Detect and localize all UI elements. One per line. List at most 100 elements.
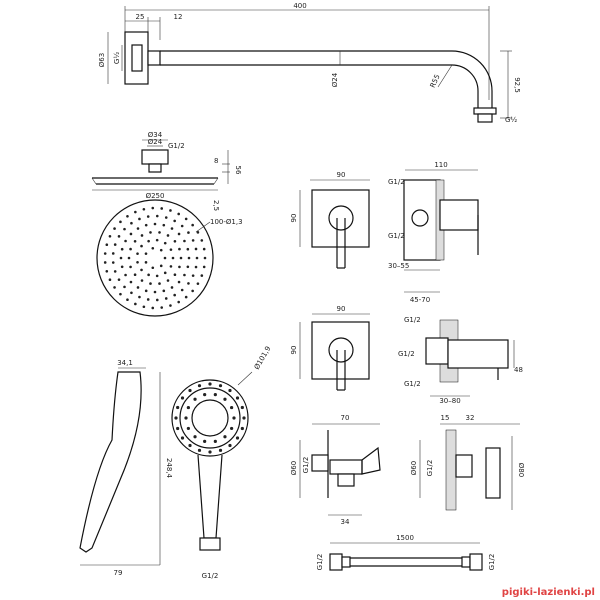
nozzle-dot <box>127 256 131 260</box>
nozzle-dot <box>123 285 126 289</box>
hand-nozzle-dot <box>230 405 234 410</box>
nozzle-dot <box>163 256 167 260</box>
head-dim-25: 2,5 <box>212 200 220 211</box>
nozzle-dot <box>153 222 157 226</box>
nozzle-dot <box>147 273 150 277</box>
nozzle-dot <box>129 265 132 269</box>
head-dim-nozzles: 100-Ø1,3 <box>210 218 243 226</box>
nozzle-dot <box>164 216 168 219</box>
hand-nozzle-dot <box>193 435 197 439</box>
hose-dim-g-right: G1/2 <box>488 554 496 571</box>
holder-dim-g: G1/2 <box>426 460 434 477</box>
nozzle-dot <box>163 241 167 245</box>
hand-nozzle-dot <box>203 393 207 397</box>
nozzle-dot <box>186 247 190 251</box>
nozzle-dot <box>103 261 107 264</box>
hand-nozzle-dot <box>174 416 178 420</box>
valve2-dim-h: 90 <box>290 346 298 355</box>
nozzle-dot <box>140 279 144 282</box>
nozzle-dot <box>113 286 116 289</box>
nozzle-dot <box>173 273 177 277</box>
nozzle-dot <box>151 266 155 270</box>
nozzle-dot <box>142 305 146 309</box>
hand-nozzle-dot <box>232 416 236 420</box>
hand-nozzle-dot <box>203 439 207 443</box>
nozzle-dot <box>196 231 200 234</box>
hand-nozzle-dot <box>223 435 227 439</box>
hand-nozzle-dot <box>213 439 217 443</box>
hand-nozzle-dot <box>218 384 223 388</box>
nozzle-dot <box>195 256 199 260</box>
nozzle-dot <box>149 282 152 285</box>
nozzle-dot <box>140 244 143 248</box>
nozzle-dot <box>177 212 180 216</box>
nozzle-dot <box>113 227 116 230</box>
nozzle-dot <box>108 278 112 281</box>
nozzle-dot <box>171 256 175 260</box>
nozzle-dot <box>179 256 183 260</box>
nozzle-dot <box>202 265 206 269</box>
nozzle-dot <box>158 282 161 285</box>
nozzle-dot <box>162 223 166 227</box>
nozzle-dot <box>183 239 186 243</box>
nozzle-dot <box>169 304 172 307</box>
nozzle-dot <box>164 297 168 300</box>
valve1-dim-4570: 45-70 <box>410 296 430 304</box>
valve-two: 90 90 G1/2 G1/2 G1/2 48 30–80 <box>290 305 523 405</box>
arm-dim-total: 400 <box>293 2 306 10</box>
nozzle-dot <box>173 239 177 243</box>
nozzle-dot <box>184 295 188 299</box>
hand-nozzle-dot <box>240 426 244 431</box>
nozzle-dot <box>191 239 195 242</box>
nozzle-dot <box>138 295 141 299</box>
hand-dim-341: 34,1 <box>117 359 133 367</box>
holder-dim-32: 32 <box>466 414 475 422</box>
hand-nozzle-dot <box>180 436 185 440</box>
shower-arm: 400 25 12 Ø63 G½ Ø24 R55 92,5 G½ <box>98 2 521 124</box>
valve2-dim-3080: 30–80 <box>439 397 460 405</box>
hand-nozzle-dot <box>230 426 234 431</box>
shower-head: Ø34 Ø24 G1/2 8 56 Ø250 2,5 100-Ø1,3 <box>91 131 243 317</box>
nozzle-dot <box>191 223 194 227</box>
nozzle-dot <box>187 256 191 260</box>
nozzle-dot <box>136 252 139 255</box>
hand-nozzle-dot <box>197 448 202 452</box>
hand-nozzle-dot <box>240 405 244 410</box>
hand-nozzle-dot <box>188 388 192 393</box>
nozzle-dot <box>147 239 150 243</box>
hand-nozzle-dot <box>223 397 227 401</box>
hand-nozzle-dot <box>193 397 197 401</box>
hand-shower-nozzles <box>174 382 246 454</box>
valve2-dim-w: 90 <box>337 305 346 313</box>
wall-outlet: 70 Ø60 G1/2 34 <box>290 414 381 526</box>
outlet-dim-34: 34 <box>341 518 350 526</box>
valve1-dim-110: 110 <box>434 161 447 169</box>
watermark: pigiki-lazienki.pl <box>502 587 595 598</box>
nozzle-dot <box>196 282 200 285</box>
valve2-dim-g1: G1/2 <box>404 316 421 324</box>
hand-nozzle-dot <box>186 426 190 431</box>
arm-dim-d63: Ø63 <box>98 53 106 67</box>
holder-dim-15: 15 <box>441 414 450 422</box>
arm-dim-r55: R55 <box>429 73 442 89</box>
nozzle-dot <box>136 227 140 230</box>
nozzle-dot <box>151 306 155 310</box>
hand-nozzle-dot <box>176 405 180 410</box>
nozzle-dot <box>169 248 173 251</box>
hand-dim-d1019: Ø101,9 <box>253 345 273 371</box>
hand-nozzle-dot <box>235 436 240 440</box>
nozzle-dot <box>187 231 190 234</box>
hose-dim-g-left: G1/2 <box>316 554 324 571</box>
nozzle-dot <box>144 252 148 255</box>
nozzle-dot <box>160 306 164 309</box>
nozzle-dot <box>144 261 148 264</box>
hand-dim-g: G1/2 <box>202 572 219 580</box>
hand-shower: 34,1 248,4 79 Ø101,9 G1/2 <box>79 345 273 580</box>
valve1-dim-g-top: G1/2 <box>388 178 405 186</box>
hose: 1500 G1/2 G1/2 <box>316 534 496 571</box>
nozzle-dot <box>200 239 204 242</box>
nozzle-dot <box>186 265 190 269</box>
nozzle-dot <box>159 248 163 252</box>
nozzle-dot <box>160 207 164 210</box>
nozzle-dot <box>153 290 157 294</box>
